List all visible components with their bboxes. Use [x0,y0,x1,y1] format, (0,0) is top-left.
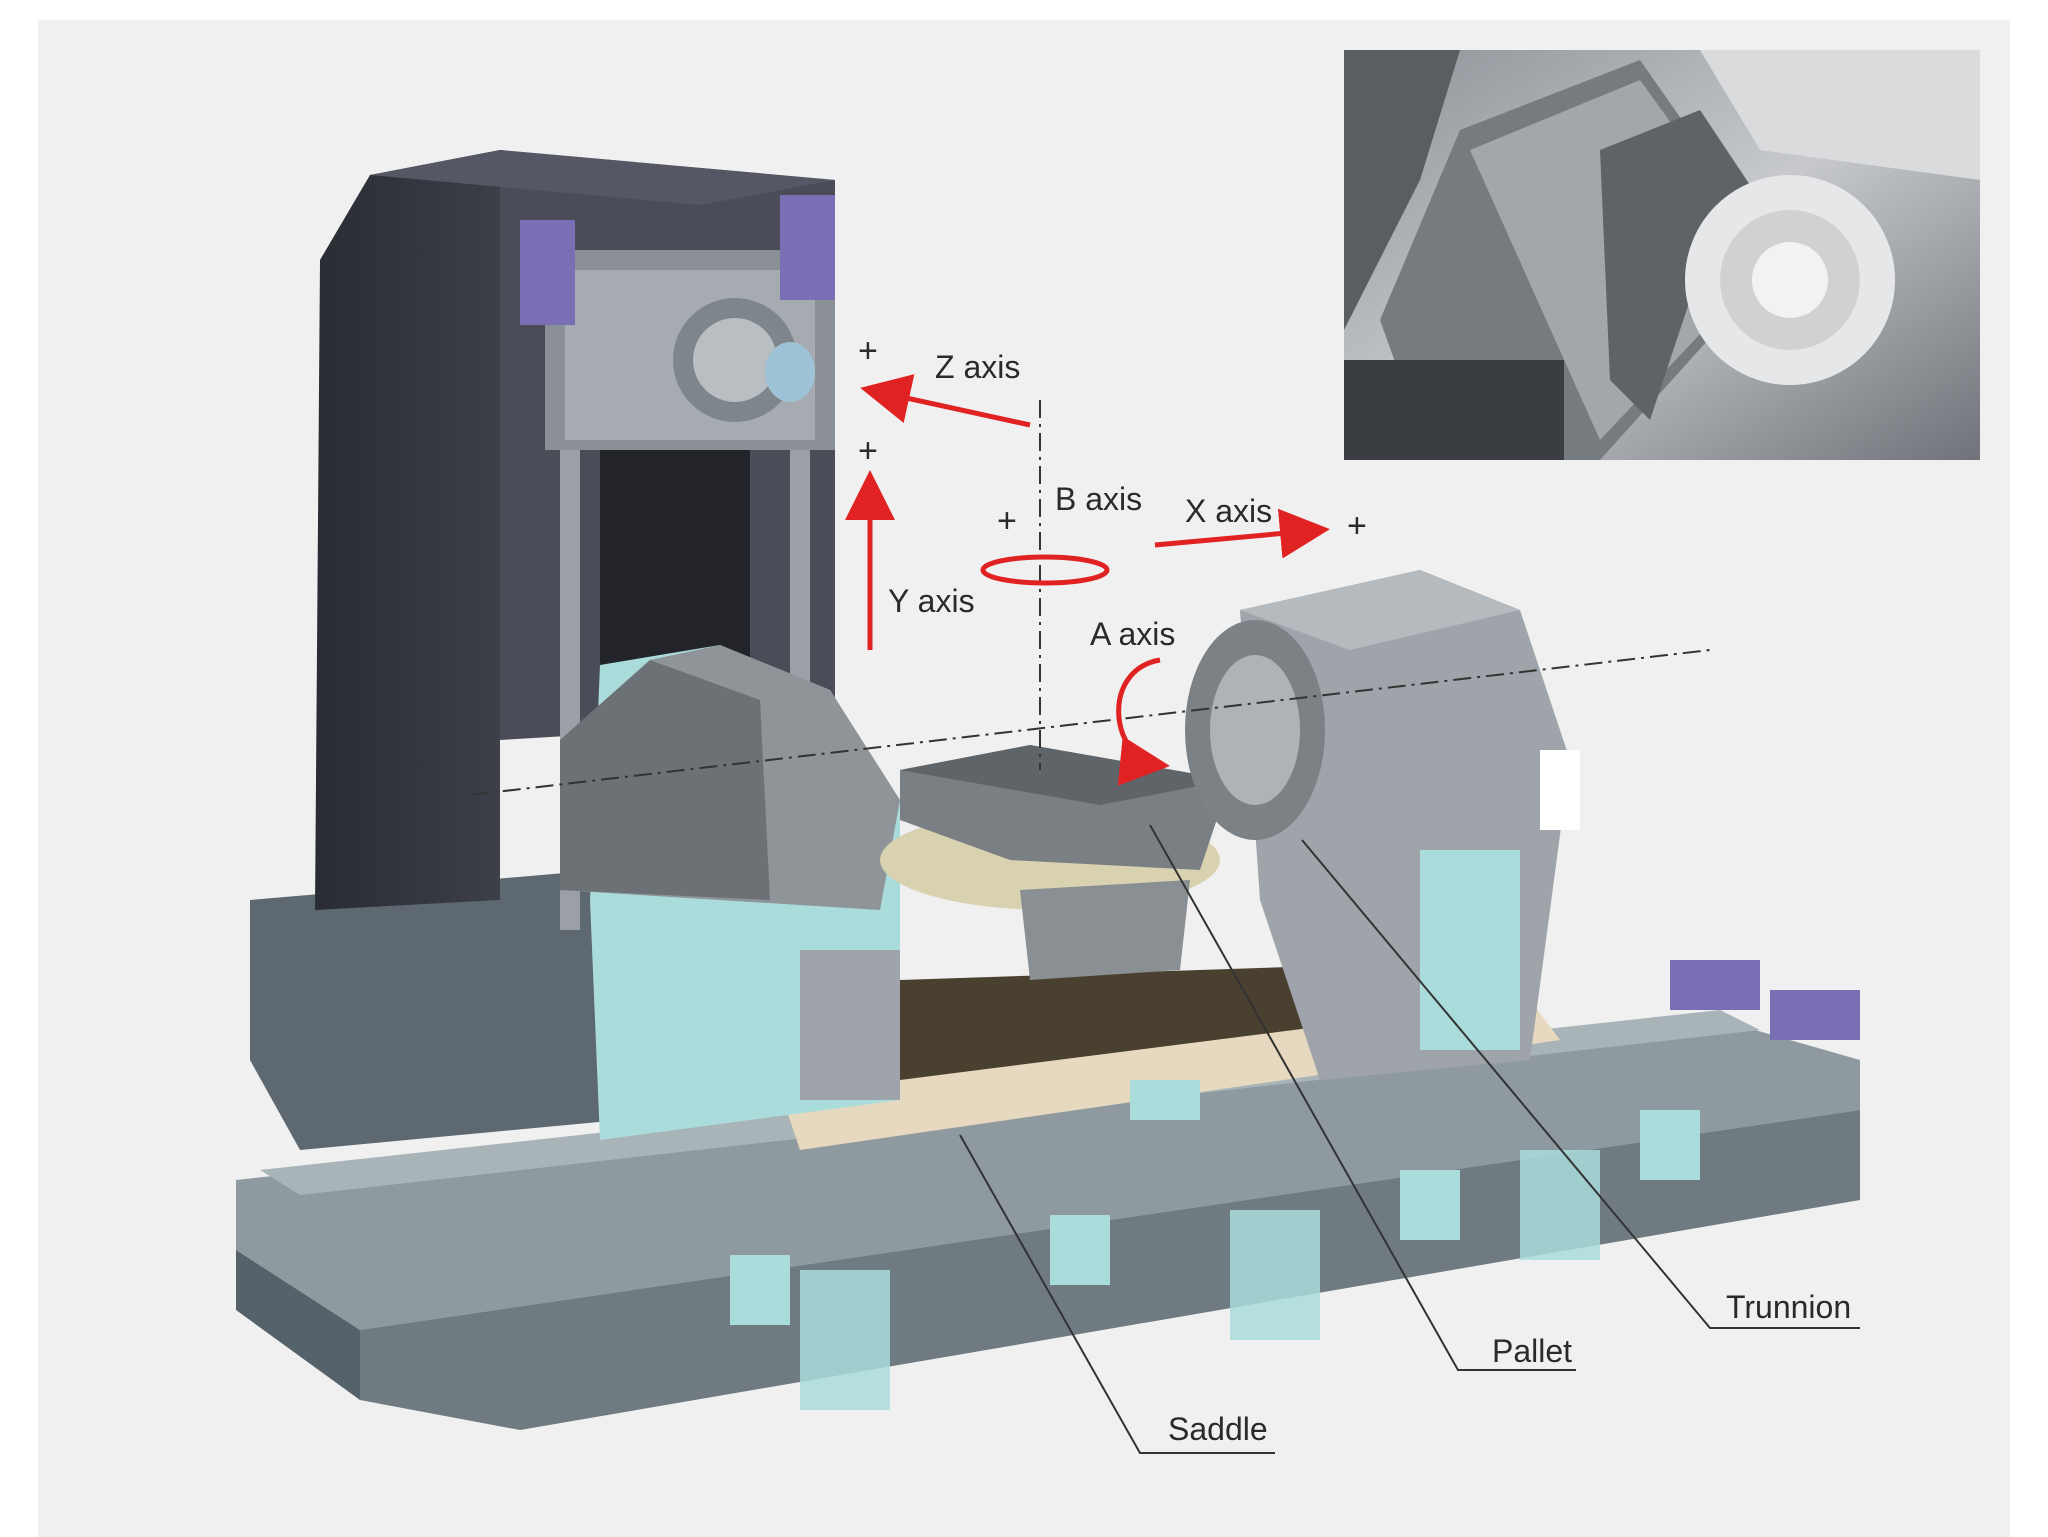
pallet-leader [1149,824,1576,1371]
x-axis-motors [1670,960,1860,1040]
z-axis-arrow [860,374,1031,428]
x-axis-arrow [1154,508,1330,559]
x-axis-label: X axis [1185,493,1272,529]
a-axis-label: A axis [1090,616,1175,652]
saddle-label: Saddle [1168,1411,1268,1447]
z-axis-plus-sign: + [858,332,878,370]
y-axis-label: Y axis [888,583,975,619]
spindle-head [520,195,835,450]
column-base [250,870,650,1150]
trunnion-right [1185,570,1580,1080]
trunnion-label: Trunnion [1726,1289,1851,1325]
x-axis-plus-sign: + [1347,507,1367,545]
b-axis-label: B axis [1055,481,1142,517]
a-axis-rotation-arrow [1116,657,1170,786]
center-lines [469,400,1711,796]
pallet-label: Pallet [1492,1333,1572,1369]
inset-photo [1344,50,1980,460]
trunnion-left [560,645,900,1140]
axis-arrows [845,374,1330,786]
b-axis-rotation-arrow [980,554,1110,586]
y-axis-plus-sign: + [858,432,878,470]
trunnion-leader [1301,839,1860,1329]
b-axis-plus-sign: + [997,502,1017,540]
callout-lines [959,824,1860,1454]
saddle-leader [959,1134,1275,1454]
z-axis-label: Z axis [935,349,1020,385]
